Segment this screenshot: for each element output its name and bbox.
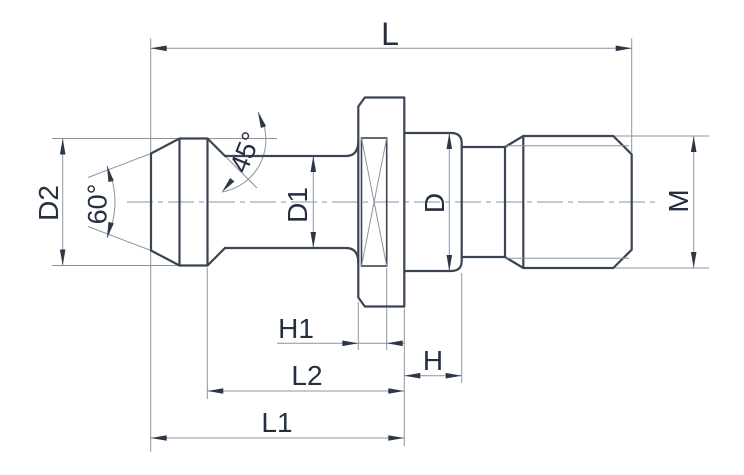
dim-label-H1: H1 [278, 313, 314, 344]
head-outline [149, 137, 227, 267]
dim-label-D2: D2 [33, 185, 64, 221]
dimension-labels: L H1 L2 H L1 D2 60° D1 D M 45° [33, 16, 694, 438]
dimension-lines [62, 47, 695, 439]
dim-label-D: D [419, 193, 450, 213]
angle-label-60: 60° [82, 184, 112, 225]
dim-label-D1: D1 [282, 187, 313, 223]
dim-label-M: M [663, 189, 694, 212]
thread-outline [503, 134, 633, 270]
dim-label-H: H [423, 345, 443, 376]
dim-label-L2: L2 [291, 360, 322, 391]
extension-lines [52, 38, 709, 452]
groove-section [360, 137, 388, 267]
dim-label-L: L [381, 16, 399, 52]
flange-outline [357, 96, 406, 308]
angle-label-45: 45° [224, 128, 267, 177]
dim-label-L1: L1 [261, 407, 292, 438]
collar-outline [403, 131, 463, 273]
part-outline [149, 96, 633, 308]
dimension-arrows [59, 45, 697, 441]
thread-minor-lines [506, 145, 629, 259]
relief-neck-outline [460, 145, 507, 259]
